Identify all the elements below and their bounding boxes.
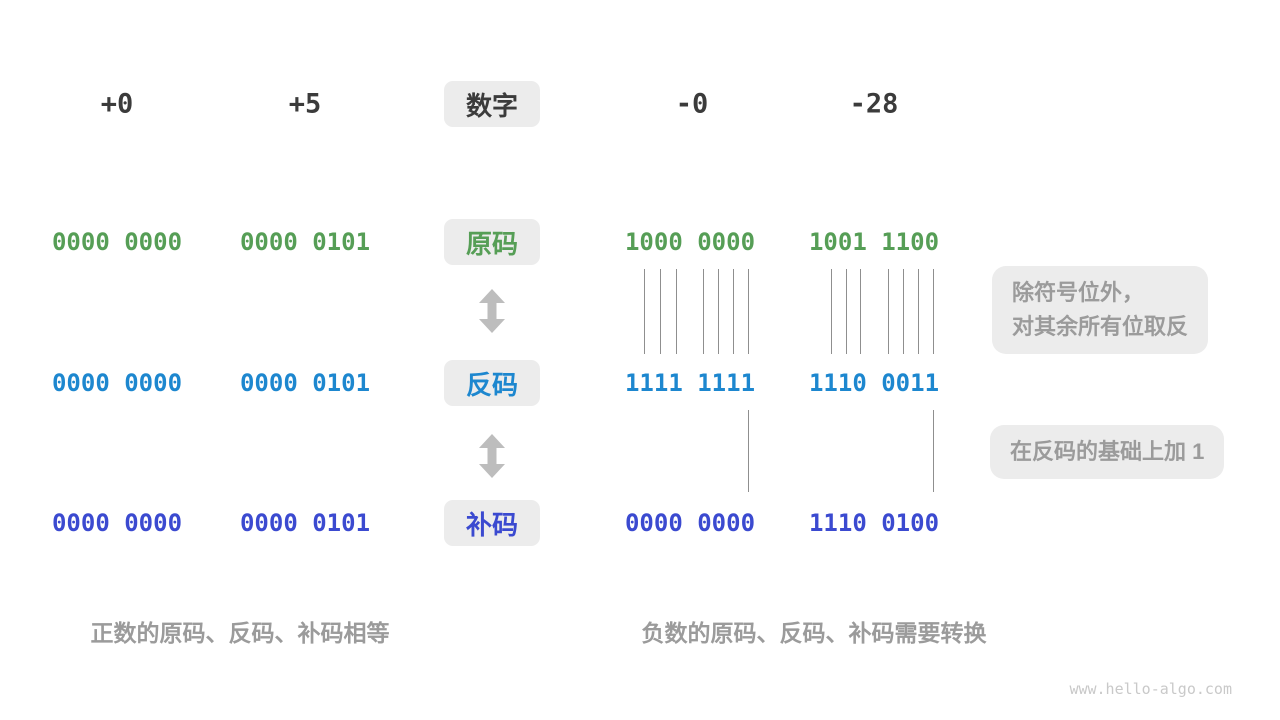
label-ones-complement-text: 反码 [465, 369, 518, 400]
ones-complement-neg-zero: 1111 1111 [624, 369, 756, 397]
flip-connector-line [888, 269, 889, 354]
ones-complement-pos-five: 0000 0101 [239, 369, 371, 397]
label-ones-complement: 反码 [444, 360, 540, 406]
label-twos-complement: 补码 [444, 500, 540, 546]
label-number-text: 数字 [465, 90, 518, 121]
flip-connector-line [703, 269, 704, 354]
ones-complement-neg-28: 1110 0011 [808, 369, 940, 397]
flip-connector-line [676, 269, 677, 354]
flip-bits-note-line1: 除符号位外， [1012, 280, 1145, 305]
label-number: 数字 [444, 81, 540, 127]
ones-complement-pos-zero: 0000 0000 [51, 369, 183, 397]
flip-connector-line [918, 269, 919, 354]
add-one-note: 在反码的基础上加 1 [990, 425, 1225, 479]
twos-complement-neg-zero: 0000 0000 [624, 509, 756, 537]
carry-connector-line [933, 410, 934, 492]
flip-connector-line [660, 269, 661, 354]
decimal-plus-zero: +0 [100, 88, 134, 120]
flip-connector-line [846, 269, 847, 354]
flip-connector-line [831, 269, 832, 354]
flip-connector-line [860, 269, 861, 354]
twos-complement-pos-zero: 0000 0000 [51, 509, 183, 537]
label-sign-magnitude-text: 原码 [465, 228, 518, 259]
sign-magnitude-neg-zero: 1000 0000 [624, 228, 756, 256]
sign-magnitude-pos-five: 0000 0101 [239, 228, 371, 256]
decimal-minus-zero: -0 [675, 88, 709, 120]
decimal-plus-five: +5 [288, 88, 322, 120]
add-one-note-text: 在反码的基础上加 1 [1010, 439, 1205, 464]
twos-complement-neg-28: 1110 0100 [808, 509, 940, 537]
flip-connector-line [644, 269, 645, 354]
caption-positive-numbers: 正数的原码、反码、补码相等 [90, 620, 390, 646]
label-sign-magnitude: 原码 [444, 219, 540, 265]
flip-bits-note: 除符号位外， 对其余所有位取反 [992, 266, 1209, 354]
label-twos-complement-text: 补码 [465, 509, 518, 540]
flip-connector-line [933, 269, 934, 354]
caption-negative-numbers: 负数的原码、反码、补码需要转换 [641, 620, 987, 646]
sign-magnitude-pos-zero: 0000 0000 [51, 228, 183, 256]
flip-connector-line [748, 269, 749, 354]
flip-connector-line [718, 269, 719, 354]
twos-complement-pos-five: 0000 0101 [239, 509, 371, 537]
sign-magnitude-neg-28: 1001 1100 [808, 228, 940, 256]
flip-connector-line [903, 269, 904, 354]
carry-connector-line [748, 410, 749, 492]
flip-connector-line [733, 269, 734, 354]
flip-bits-note-line2: 对其余所有位取反 [1012, 314, 1189, 339]
double-arrow-icon [479, 434, 505, 478]
double-arrow-icon [479, 289, 505, 333]
decimal-minus-28: -28 [849, 88, 899, 120]
site-watermark: www.hello-algo.com [1069, 680, 1232, 698]
